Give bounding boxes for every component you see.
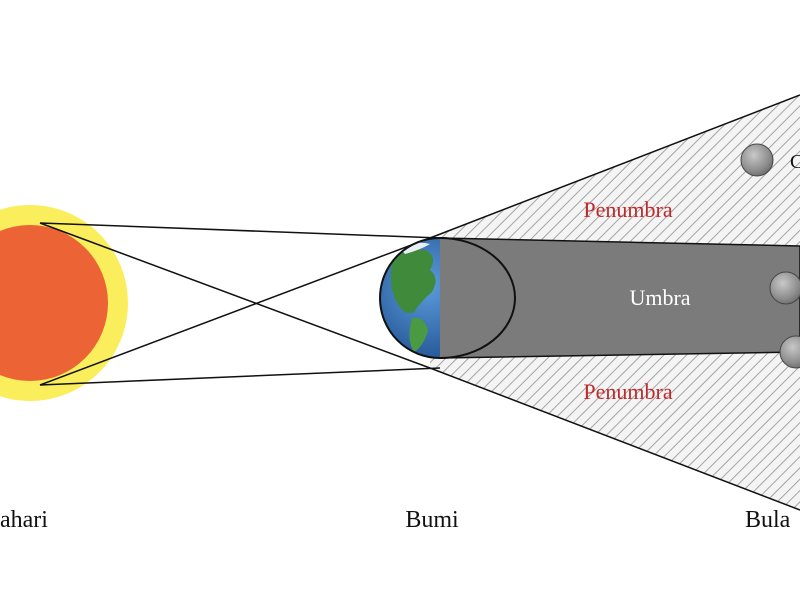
penumbra-edge-bottom xyxy=(429,367,800,511)
penumbra-label-bottom: Penumbra xyxy=(583,379,672,404)
earth-land-south xyxy=(409,317,428,352)
moon-penumbra xyxy=(740,143,774,177)
sun-core xyxy=(0,225,108,381)
line-outer-bottom xyxy=(39,367,441,386)
sun-label: ahari xyxy=(0,507,48,533)
earth xyxy=(379,237,516,359)
moon-top-partial-label: C xyxy=(790,151,800,173)
shadow-lines xyxy=(39,222,441,386)
moon-label: Bula xyxy=(745,507,791,533)
umbra-label: Umbra xyxy=(629,285,690,310)
earth-label: Bumi xyxy=(405,507,459,533)
earth-land-north-america xyxy=(390,249,436,313)
line-cross-2 xyxy=(39,237,431,386)
line-outer-top xyxy=(39,222,441,239)
penumbra-edge-top xyxy=(429,94,800,239)
moon-umbra-edge xyxy=(779,335,800,369)
penumbra-label-top: Penumbra xyxy=(583,197,672,222)
moon-umbra xyxy=(769,271,800,305)
umbra-shadow-arc xyxy=(439,237,516,359)
sun xyxy=(0,205,128,401)
line-cross-1 xyxy=(39,222,431,369)
